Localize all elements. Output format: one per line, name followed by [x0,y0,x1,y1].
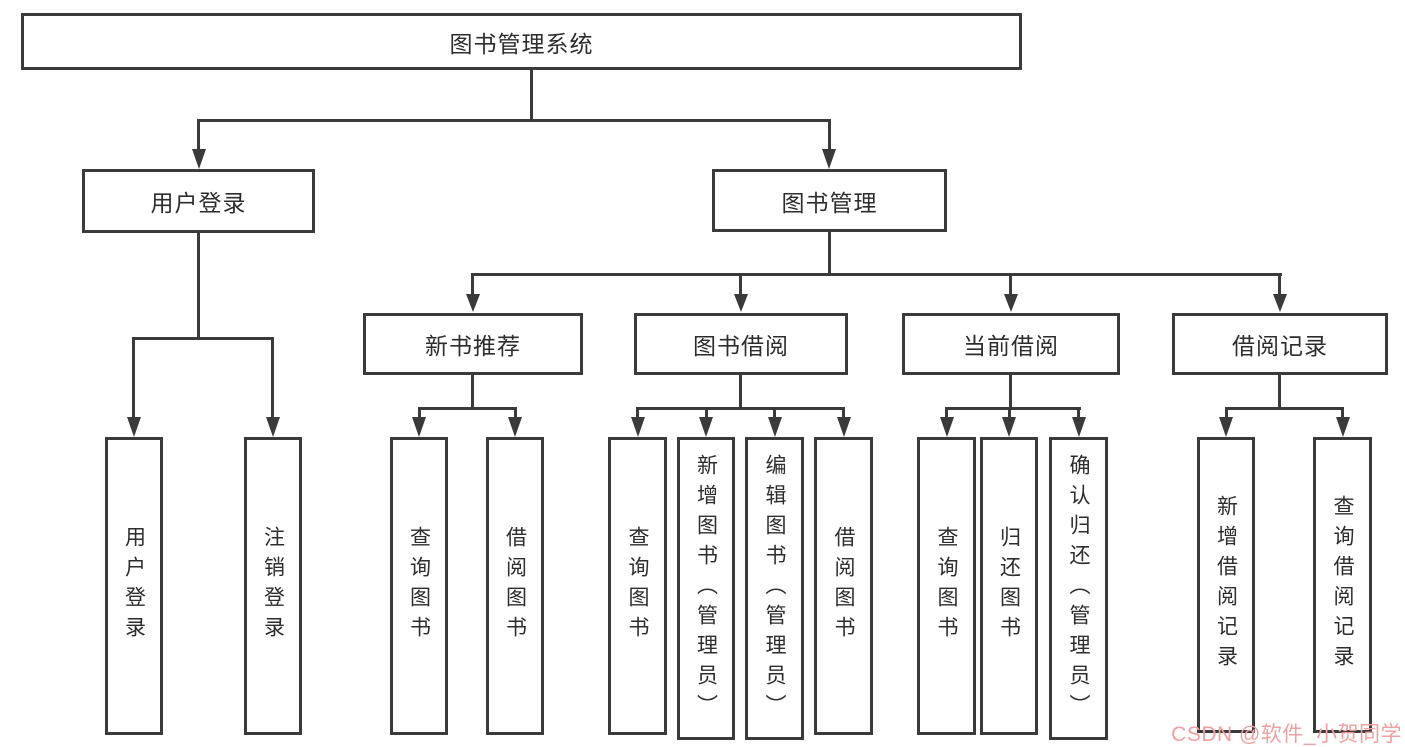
connector-line [773,407,776,421]
node-current-borrowing-label: 当前借阅 [963,333,1059,359]
arrow-down-icon [192,149,206,169]
connector-line [636,407,639,421]
connector-line [842,407,845,421]
leaf-logout: 注销登录 [244,437,302,735]
connector-line [471,273,474,295]
arrow-down-icon [127,417,141,437]
node-root-label: 图书管理系统 [449,30,594,57]
connector-line [1225,407,1228,421]
connector-line [271,337,274,419]
node-current-borrowing: 当前借阅 [902,313,1120,375]
connector-line [945,407,1081,410]
arrow-down-icon [837,417,851,437]
node-borrow-records: 借阅记录 [1172,313,1388,375]
arrow-down-icon [1072,417,1086,437]
connector-line [132,337,274,340]
node-borrow-records-label: 借阅记录 [1232,333,1328,359]
leaf-user-login-label: 用户登录 [122,526,146,646]
arrow-down-icon [1336,417,1350,437]
connector-line [514,407,517,421]
arrow-down-icon [1219,417,1233,437]
leaf-add-borrow-record: 新增借阅记录 [1197,437,1255,733]
arrow-down-icon [508,417,522,437]
node-new-book-recommend: 新书推荐 [363,313,583,375]
arrow-down-icon [1002,417,1016,437]
node-book-borrowing: 图书借阅 [634,313,848,375]
connector-line [472,273,1282,276]
leaf-return-books: 归还图书 [980,437,1038,735]
leaf-borrow-books-2: 借阅图书 [814,437,873,735]
connector-line [471,375,474,410]
node-new-book-recommend-label: 新书推荐 [425,333,521,359]
arrow-down-icon [466,294,480,312]
arrow-down-icon [699,417,713,437]
connector-line [828,232,831,276]
node-book-management: 图书管理 [712,169,947,232]
connector-line [1009,375,1012,410]
leaf-query-books-2: 查询图书 [608,437,667,735]
leaf-add-books-admin-label: 新增图书（管理员） [694,453,718,724]
leaf-user-login: 用户登录 [105,437,163,735]
arrow-down-icon [1273,294,1287,312]
connector-line [132,337,135,419]
connector-line [197,119,200,151]
arrow-down-icon [266,417,280,437]
leaf-return-books-label: 归还图书 [997,526,1021,646]
arrow-down-icon [768,417,782,437]
leaf-borrow-books-1: 借阅图书 [486,437,544,735]
leaf-query-borrow-record: 查询借阅记录 [1313,437,1372,733]
connector-line [636,407,845,410]
node-user-login-label: 用户登录 [150,190,247,216]
arrow-down-icon [1004,294,1018,312]
arrow-down-icon [631,417,645,437]
arrow-down-icon [940,417,954,437]
connector-line [197,119,831,122]
node-root-library-system: 图书管理系统 [21,13,1022,70]
leaf-query-books-1: 查询图书 [390,437,448,735]
connector-line [1009,273,1012,295]
connector-line [530,70,533,122]
leaf-confirm-return-admin: 确认归还（管理员） [1049,437,1108,740]
arrow-down-icon [734,294,748,312]
arrow-down-icon [412,417,426,437]
connector-line [1278,375,1281,410]
node-book-borrowing-label: 图书借阅 [693,333,789,359]
node-user-login: 用户登录 [82,169,315,233]
leaf-logout-label: 注销登录 [261,526,285,646]
leaf-query-borrow-record-label: 查询借阅记录 [1331,495,1354,675]
connector-line [739,375,742,410]
leaf-edit-books-admin-label: 编辑图书（管理员） [763,453,786,724]
connector-line [1278,273,1281,295]
leaf-borrow-books-1-label: 借阅图书 [503,526,527,646]
connector-line [705,407,708,421]
leaf-query-books-1-label: 查询图书 [407,526,431,646]
connector-line [1341,407,1344,421]
leaf-add-borrow-record-label: 新增借阅记录 [1214,495,1238,675]
leaf-borrow-books-2-label: 借阅图书 [832,526,855,646]
leaf-query-books-3-label: 查询图书 [935,526,958,646]
connector-line [945,407,948,421]
connector-line [739,273,742,295]
csdn-watermark: CSDN @软件_小贺同学 [1171,723,1402,746]
arrow-down-icon [822,149,836,169]
leaf-query-books-2-label: 查询图书 [626,526,649,646]
leaf-add-books-admin: 新增图书（管理员） [677,437,735,740]
connector-line [1008,407,1011,421]
leaf-query-books-3: 查询图书 [917,437,976,735]
connector-line [418,407,421,421]
connector-line [828,119,831,151]
connector-line [1225,407,1344,410]
connector-line [418,407,517,410]
leaf-confirm-return-admin-label: 确认归还（管理员） [1067,453,1090,724]
connector-line [1077,407,1080,421]
leaf-edit-books-admin: 编辑图书（管理员） [745,437,804,740]
node-book-management-label: 图书管理 [781,189,878,216]
connector-line [197,233,200,340]
